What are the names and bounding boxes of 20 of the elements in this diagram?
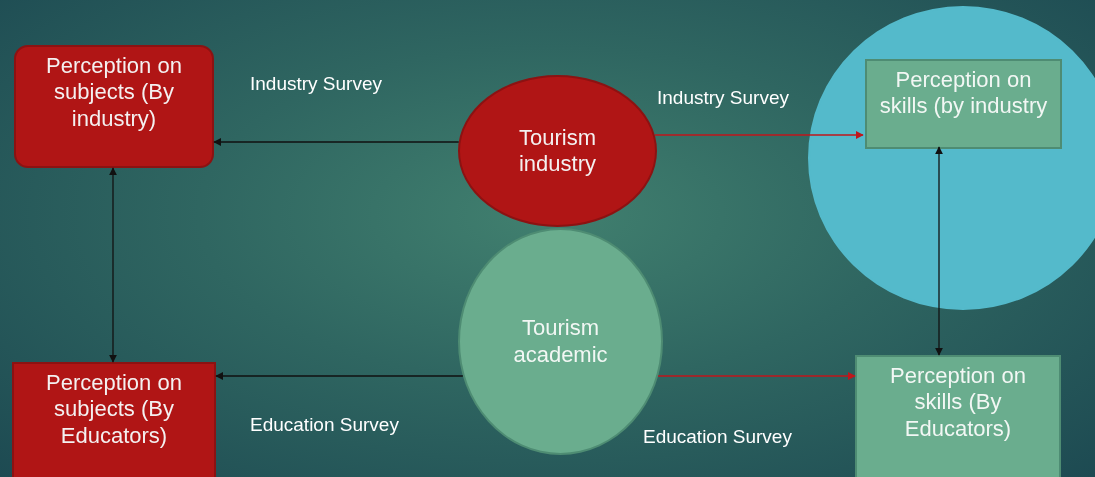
arrow <box>215 372 464 380</box>
edge-label: Education Survey <box>250 414 399 436</box>
edge-label: Industry Survey <box>657 87 789 109</box>
edge-label: Industry Survey <box>250 73 382 95</box>
node-label: Perception on subjects (By Educators) <box>45 370 183 450</box>
node-label: Tourism academic <box>512 315 609 368</box>
arrow <box>654 131 864 139</box>
arrow <box>109 167 117 363</box>
process-box <box>12 362 216 477</box>
arrow <box>213 138 460 146</box>
node-label: Perception on subjects (By industry) <box>45 53 183 133</box>
edge-label: Education Survey <box>643 426 792 448</box>
rounded-box <box>14 45 214 168</box>
process-box <box>855 355 1061 477</box>
arrow <box>657 372 856 380</box>
arrow <box>935 146 943 356</box>
node-label: Perception on skills (by industry <box>878 67 1049 120</box>
node-label: Perception on skills (By Educators) <box>889 363 1027 443</box>
process-box <box>865 59 1062 149</box>
node-label: Tourism industry <box>517 124 597 178</box>
